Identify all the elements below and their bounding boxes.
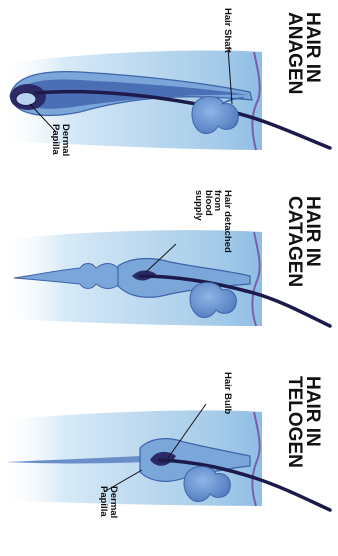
anagen-title-line1: HAIR IN	[303, 12, 321, 192]
telogen-papilla-line2: Papilla	[99, 486, 109, 518]
telogen-title-line1: HAIR IN	[303, 376, 321, 556]
telogen-title-line2: TELOGEN	[285, 376, 303, 556]
anagen-title: HAIR IN ANAGEN	[285, 12, 321, 192]
telogen-dermal-papilla-label: Dermal Papilla	[99, 486, 118, 518]
anagen-dermal-papilla	[16, 93, 36, 106]
hair-detached-label: Hair detached from blood supply	[194, 190, 232, 253]
catagen-panel	[0, 230, 330, 326]
hair-bulb-label: Hair Bulb	[223, 372, 233, 414]
hair-shaft-label: Hair Shaft	[223, 8, 233, 53]
hair-detached-line4: supply	[194, 190, 204, 253]
catagen-title: HAIR IN CATAGEN	[285, 196, 321, 376]
anagen-papilla-line1: Dermal	[61, 124, 71, 156]
anagen-panel	[0, 48, 330, 150]
telogen-papilla-line1: Dermal	[109, 486, 119, 518]
hair-detached-line3: blood	[204, 190, 214, 253]
anagen-title-line2: ANAGEN	[285, 12, 303, 192]
telogen-panel	[0, 404, 330, 510]
catagen-title-line1: HAIR IN	[303, 196, 321, 376]
catagen-title-line2: CATAGEN	[285, 196, 303, 376]
telogen-title: HAIR IN TELOGEN	[285, 376, 321, 556]
anagen-papilla-line2: Papilla	[51, 124, 61, 156]
anagen-dermal-papilla-label: Dermal Papilla	[51, 124, 70, 156]
hair-bulb-label-line: Hair Bulb	[223, 372, 233, 414]
hair-detached-line1: Hair detached	[223, 190, 233, 253]
hair-shaft-label-line: Hair Shaft	[223, 8, 233, 53]
hair-cycle-diagram: HAIR IN ANAGEN HAIR IN CATAGEN HAIR IN T…	[0, 0, 338, 540]
